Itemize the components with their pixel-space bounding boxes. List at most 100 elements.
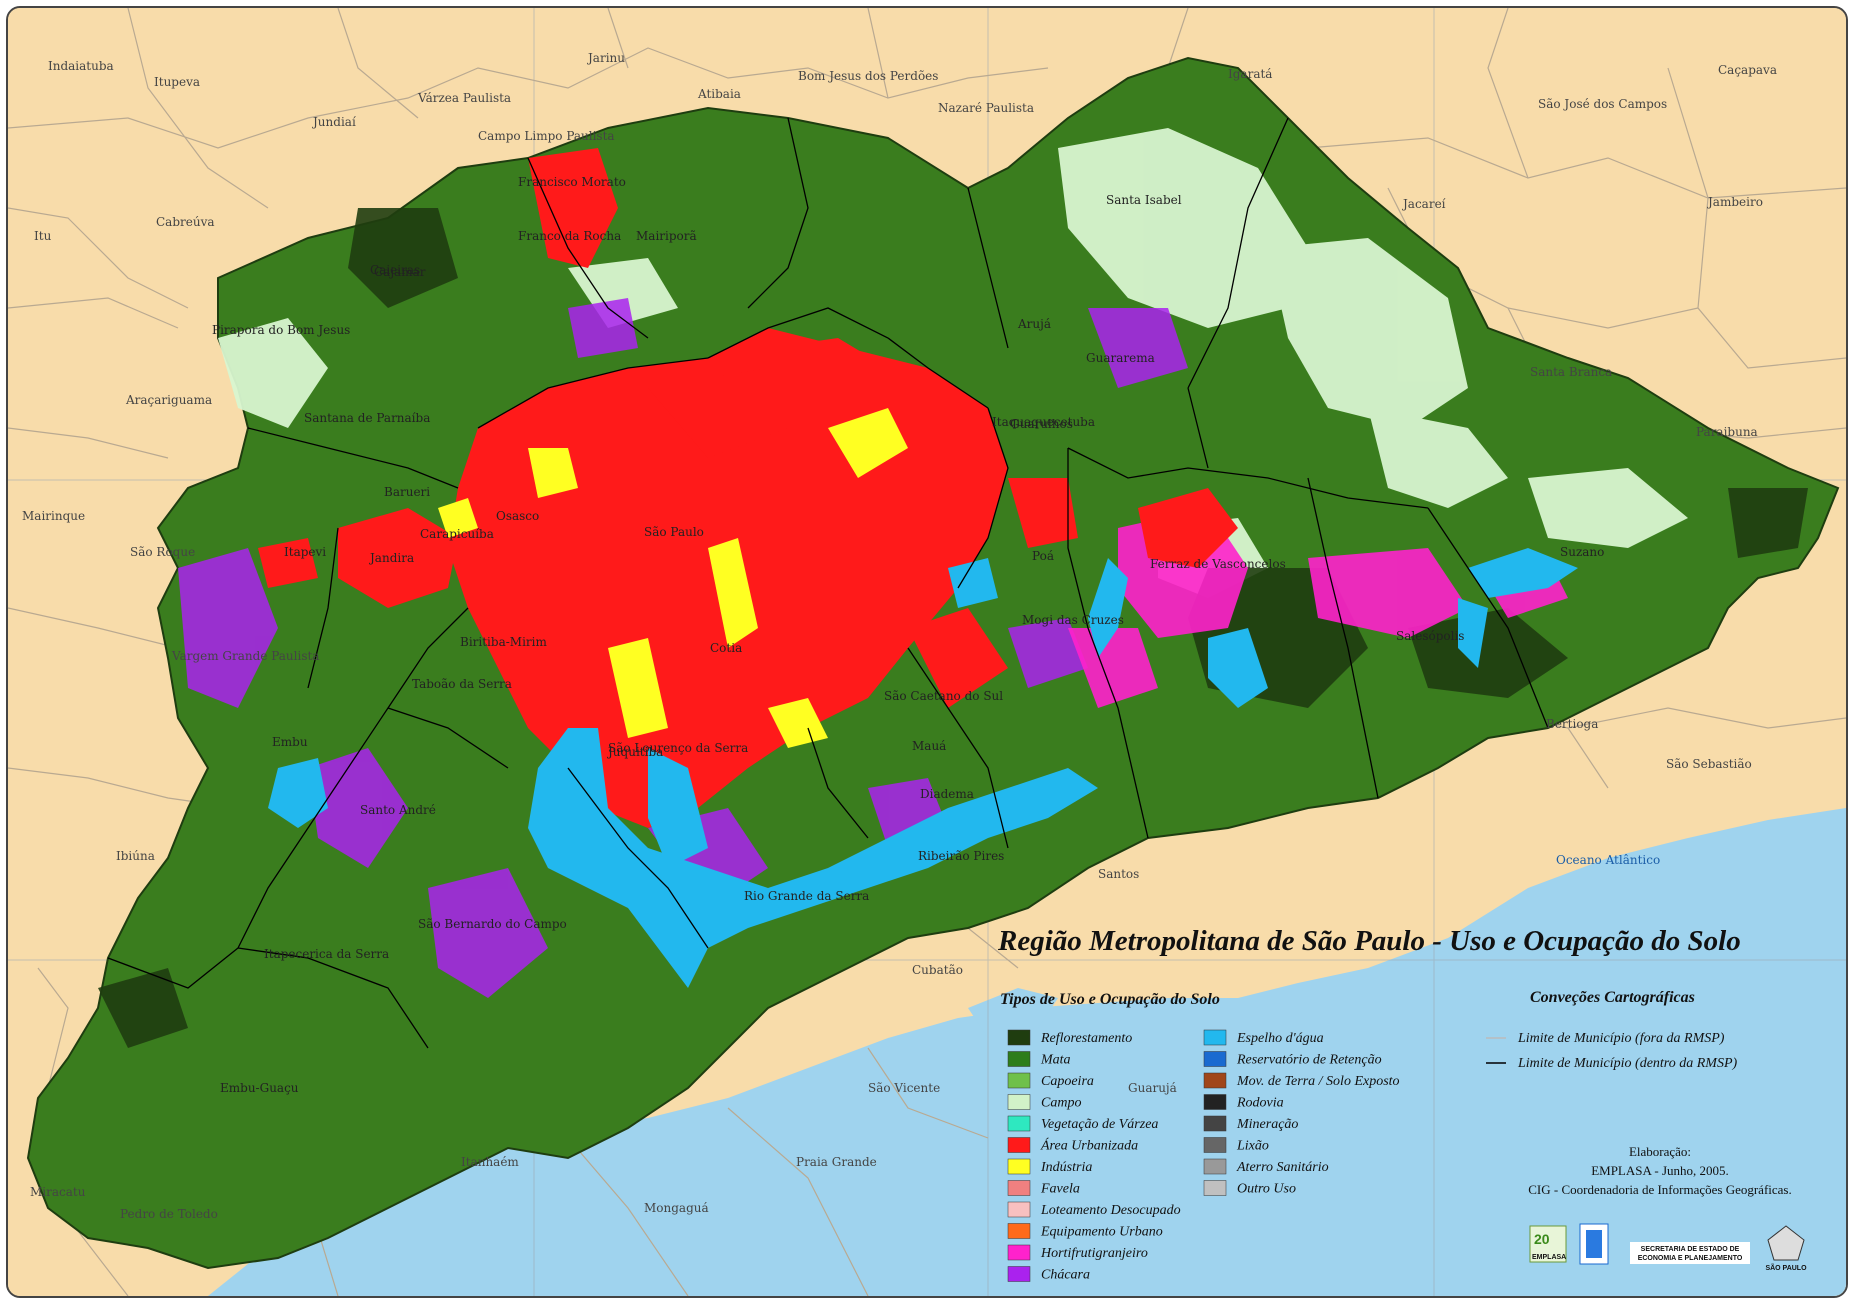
inside-place-label: Caieiras bbox=[370, 263, 420, 277]
outside-place-label: Mairinque bbox=[22, 509, 85, 523]
outside-place-label: Cubatão bbox=[912, 963, 963, 977]
outside-place-label: Bom Jesus dos Perdões bbox=[798, 69, 938, 83]
inside-place-label: Mogi das Cruzes bbox=[1022, 613, 1124, 627]
legend-label: Favela bbox=[1040, 1182, 1080, 1197]
outside-place-label: Mongaguá bbox=[644, 1201, 709, 1215]
outside-place-label: Indaiatuba bbox=[48, 59, 114, 73]
legend-swatch bbox=[1203, 1137, 1227, 1153]
inside-place-label: Salesópolis bbox=[1396, 629, 1464, 643]
legend-label: Área Urbanizada bbox=[1040, 1137, 1138, 1154]
inside-place-label: Guarulhos bbox=[1010, 417, 1073, 431]
legend-label: Capoeira bbox=[1041, 1074, 1094, 1089]
outside-place-label: Itupeva bbox=[154, 75, 200, 89]
legend-swatch bbox=[1007, 1072, 1031, 1089]
svg-text:EMPLASA: EMPLASA bbox=[1532, 1254, 1566, 1261]
legend-label: Lixão bbox=[1236, 1139, 1269, 1154]
outside-place-label: Guarujá bbox=[1128, 1081, 1177, 1095]
legend-swatch bbox=[1007, 1029, 1031, 1046]
outside-place-label: Igaratá bbox=[1228, 67, 1272, 81]
legend-label: Mov. de Terra / Solo Exposto bbox=[1236, 1074, 1400, 1089]
secretaria-logo-line: ECONOMIA E PLANEJAMENTO bbox=[1638, 1255, 1743, 1262]
inside-place-label: Itapecerica da Serra bbox=[264, 947, 389, 961]
outside-place-label: Caçapava bbox=[1718, 63, 1777, 77]
inside-place-label: Itapevi bbox=[284, 545, 326, 559]
outside-place-label: Jarinu bbox=[586, 51, 625, 65]
inside-place-label: Ribeirão Pires bbox=[918, 849, 1004, 863]
inside-place-label: Jandira bbox=[368, 551, 414, 565]
legend-swatch bbox=[1203, 1180, 1227, 1196]
legend-swatch bbox=[1203, 1072, 1227, 1089]
convention-label: Limite de Município (dentro da RMSP) bbox=[1517, 1056, 1737, 1071]
inside-place-label: Poá bbox=[1032, 549, 1054, 563]
outside-place-label: Várzea Paulista bbox=[417, 91, 511, 105]
legend-label: Espelho d'água bbox=[1236, 1031, 1324, 1046]
inside-place-label: São Bernardo do Campo bbox=[418, 917, 567, 931]
legend-label: Aterro Sanitário bbox=[1236, 1160, 1329, 1175]
legend-label: Mata bbox=[1040, 1053, 1071, 1068]
outside-place-label: São José dos Campos bbox=[1538, 97, 1667, 111]
chacara-patches bbox=[178, 298, 1188, 998]
outside-place-label: Santa Branca bbox=[1530, 365, 1612, 379]
cartographic-conventions: Conveções Cartográficas Limite de Municí… bbox=[1486, 989, 1737, 1071]
ocean-label: Oceano Atlântico bbox=[1556, 853, 1660, 867]
inside-place-label: Ferraz de Vasconcelos bbox=[1150, 557, 1286, 571]
legend-label: Loteamento Desocupado bbox=[1040, 1203, 1181, 1218]
legend-swatch bbox=[1203, 1051, 1227, 1067]
inside-place-label: Suzano bbox=[1560, 545, 1604, 559]
legend-swatch bbox=[1203, 1029, 1227, 1046]
land-use-legend: Tipos de Uso e Ocupação do Solo Reflores… bbox=[1000, 991, 1400, 1283]
conventions-items: Limite de Município (fora da RMSP) Limite… bbox=[1486, 1031, 1737, 1071]
outside-place-label: Santos bbox=[1098, 867, 1139, 881]
inside-place-label: Diadema bbox=[920, 787, 974, 801]
inside-place-label: Osasco bbox=[496, 509, 539, 523]
inside-place-label: Taboão da Serra bbox=[412, 677, 512, 691]
reservoirs bbox=[268, 548, 1578, 988]
inside-place-label: Itaquaquecetuba bbox=[992, 415, 1095, 429]
inside-place-label: Rio Grande da Serra bbox=[744, 889, 869, 903]
outside-place-label: Jundiaí bbox=[311, 115, 356, 129]
outside-place-label: Miracatu bbox=[30, 1185, 86, 1199]
convention-label: Limite de Município (fora da RMSP) bbox=[1517, 1031, 1725, 1046]
outside-place-label: Nazaré Paulista bbox=[938, 101, 1034, 115]
inside-place-label: Santana de Parnaíba bbox=[304, 411, 430, 425]
inside-place-label: Carapicuíba bbox=[420, 527, 494, 541]
svg-text:SÃO PAULO: SÃO PAULO bbox=[1765, 1263, 1807, 1272]
legend-title: Tipos de Uso e Ocupação do Solo bbox=[1000, 991, 1220, 1008]
outside-place-label: Itu bbox=[34, 229, 52, 243]
emplasa-logo: 20 EMPLASA bbox=[1529, 1225, 1567, 1263]
outside-place-label: Vargem Grande Paulista bbox=[171, 649, 319, 663]
outside-place-label: Ibiúna bbox=[116, 849, 155, 863]
inside-place-label: Embu-Guaçu bbox=[220, 1081, 299, 1095]
legend-label: Rodovia bbox=[1236, 1096, 1284, 1111]
outside-place-label: Jambeiro bbox=[1706, 195, 1763, 209]
legend-label: Indústria bbox=[1040, 1160, 1092, 1175]
inside-boundaries bbox=[107, 117, 1549, 1049]
legend-label: Reflorestamento bbox=[1040, 1031, 1132, 1046]
inside-place-label: Santo André bbox=[360, 803, 436, 817]
outside-place-label: Campo Limpo Paulista bbox=[478, 129, 615, 143]
inside-place-label: Mauá bbox=[912, 739, 946, 753]
outside-place-label: Jacareí bbox=[1401, 197, 1446, 211]
legend-swatch bbox=[1007, 1244, 1031, 1261]
inside-place-label: Cotia bbox=[710, 641, 742, 655]
outside-place-label: Araçariguama bbox=[125, 393, 212, 407]
legend-swatch bbox=[1203, 1158, 1227, 1175]
credits-line3: CIG - Coordenadoria de Informações Geogr… bbox=[1528, 1182, 1792, 1197]
inside-place-label: Mairiporã bbox=[636, 229, 697, 243]
legend-label: Vegetação de Várzea bbox=[1041, 1117, 1158, 1132]
outside-place-label: Bertioga bbox=[1546, 717, 1598, 731]
outside-place-label: Paraibuna bbox=[1696, 425, 1758, 439]
cig-logo bbox=[1579, 1223, 1609, 1265]
inside-place-label: Embu bbox=[272, 735, 308, 749]
inside-place-label: São Caetano do Sul bbox=[884, 689, 1003, 703]
inside-place-label: Arujá bbox=[1017, 317, 1051, 331]
conventions-title: Conveções Cartográficas bbox=[1530, 989, 1695, 1006]
legend-label: Mineração bbox=[1236, 1117, 1298, 1132]
